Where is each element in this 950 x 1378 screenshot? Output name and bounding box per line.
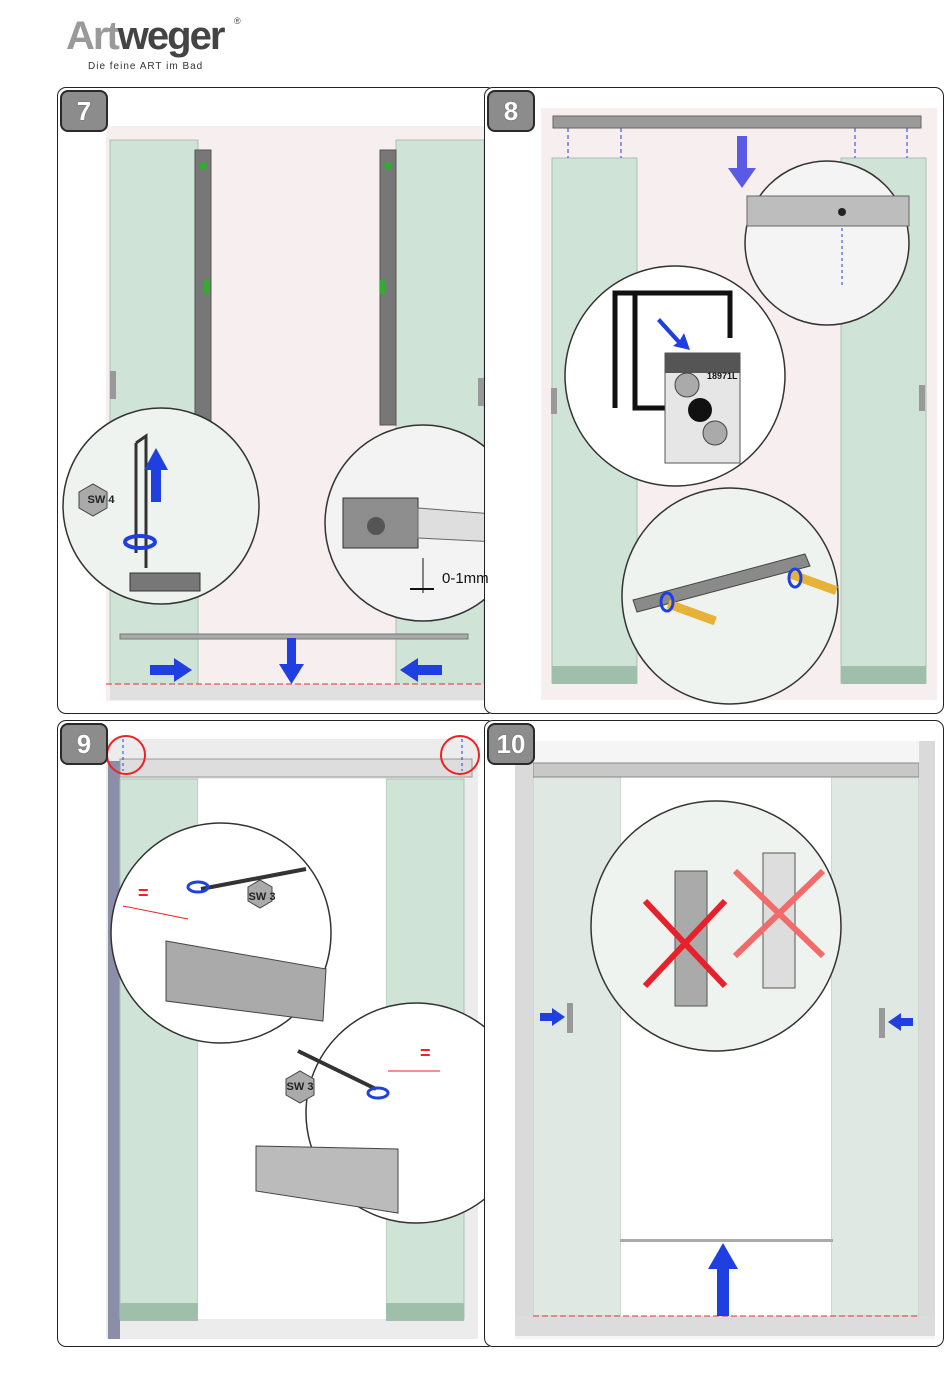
step-10-panel: 10 (484, 720, 944, 1347)
tool-size-label: SW 4 (81, 494, 121, 506)
equal-mark-top: = (138, 883, 149, 904)
step-7-badge: 7 (60, 90, 108, 132)
level-bubble-icon (384, 162, 392, 170)
artweger-logo: Artweger ® Die feine ART im Bad (66, 14, 256, 76)
step-10-badge: 10 (487, 723, 535, 765)
step-8-panel: 8 18971L (484, 87, 944, 714)
detail-magnifier-icon (591, 801, 841, 1051)
top-rail (533, 763, 919, 777)
left-glass-panel (533, 776, 621, 1316)
step-8-badge: 8 (487, 90, 535, 132)
registered-mark: ® (234, 16, 241, 26)
level-bubble-icon (199, 162, 207, 170)
tool-size-label-bottom: SW 3 (280, 1081, 320, 1093)
bottom-guide (620, 1239, 833, 1242)
step-8-illustration (485, 88, 943, 713)
equal-mark-bottom: = (420, 1043, 431, 1064)
top-rail (553, 116, 921, 128)
floor-strip (110, 684, 484, 700)
step-10-illustration (485, 721, 943, 1346)
tool-size-label-top: SW 3 (242, 891, 282, 903)
step-7-illustration (58, 88, 495, 713)
logo-wordmark: Artweger (66, 14, 223, 59)
detail-magnifier-icon (745, 161, 909, 325)
part-number-label: 18971L (707, 371, 738, 381)
logo-tagline: Die feine ART im Bad (88, 61, 203, 72)
step-9-panel: 9 SW 3 SW 3 = = (57, 720, 496, 1347)
gap-dimension-label: 0-1mm (442, 570, 489, 587)
step-9-illustration (58, 721, 495, 1346)
right-glass-panel (831, 776, 919, 1316)
top-rail (120, 759, 472, 777)
step-7-panel: 7 (57, 87, 496, 714)
floor-strip (515, 1316, 935, 1336)
step-9-badge: 9 (60, 723, 108, 765)
